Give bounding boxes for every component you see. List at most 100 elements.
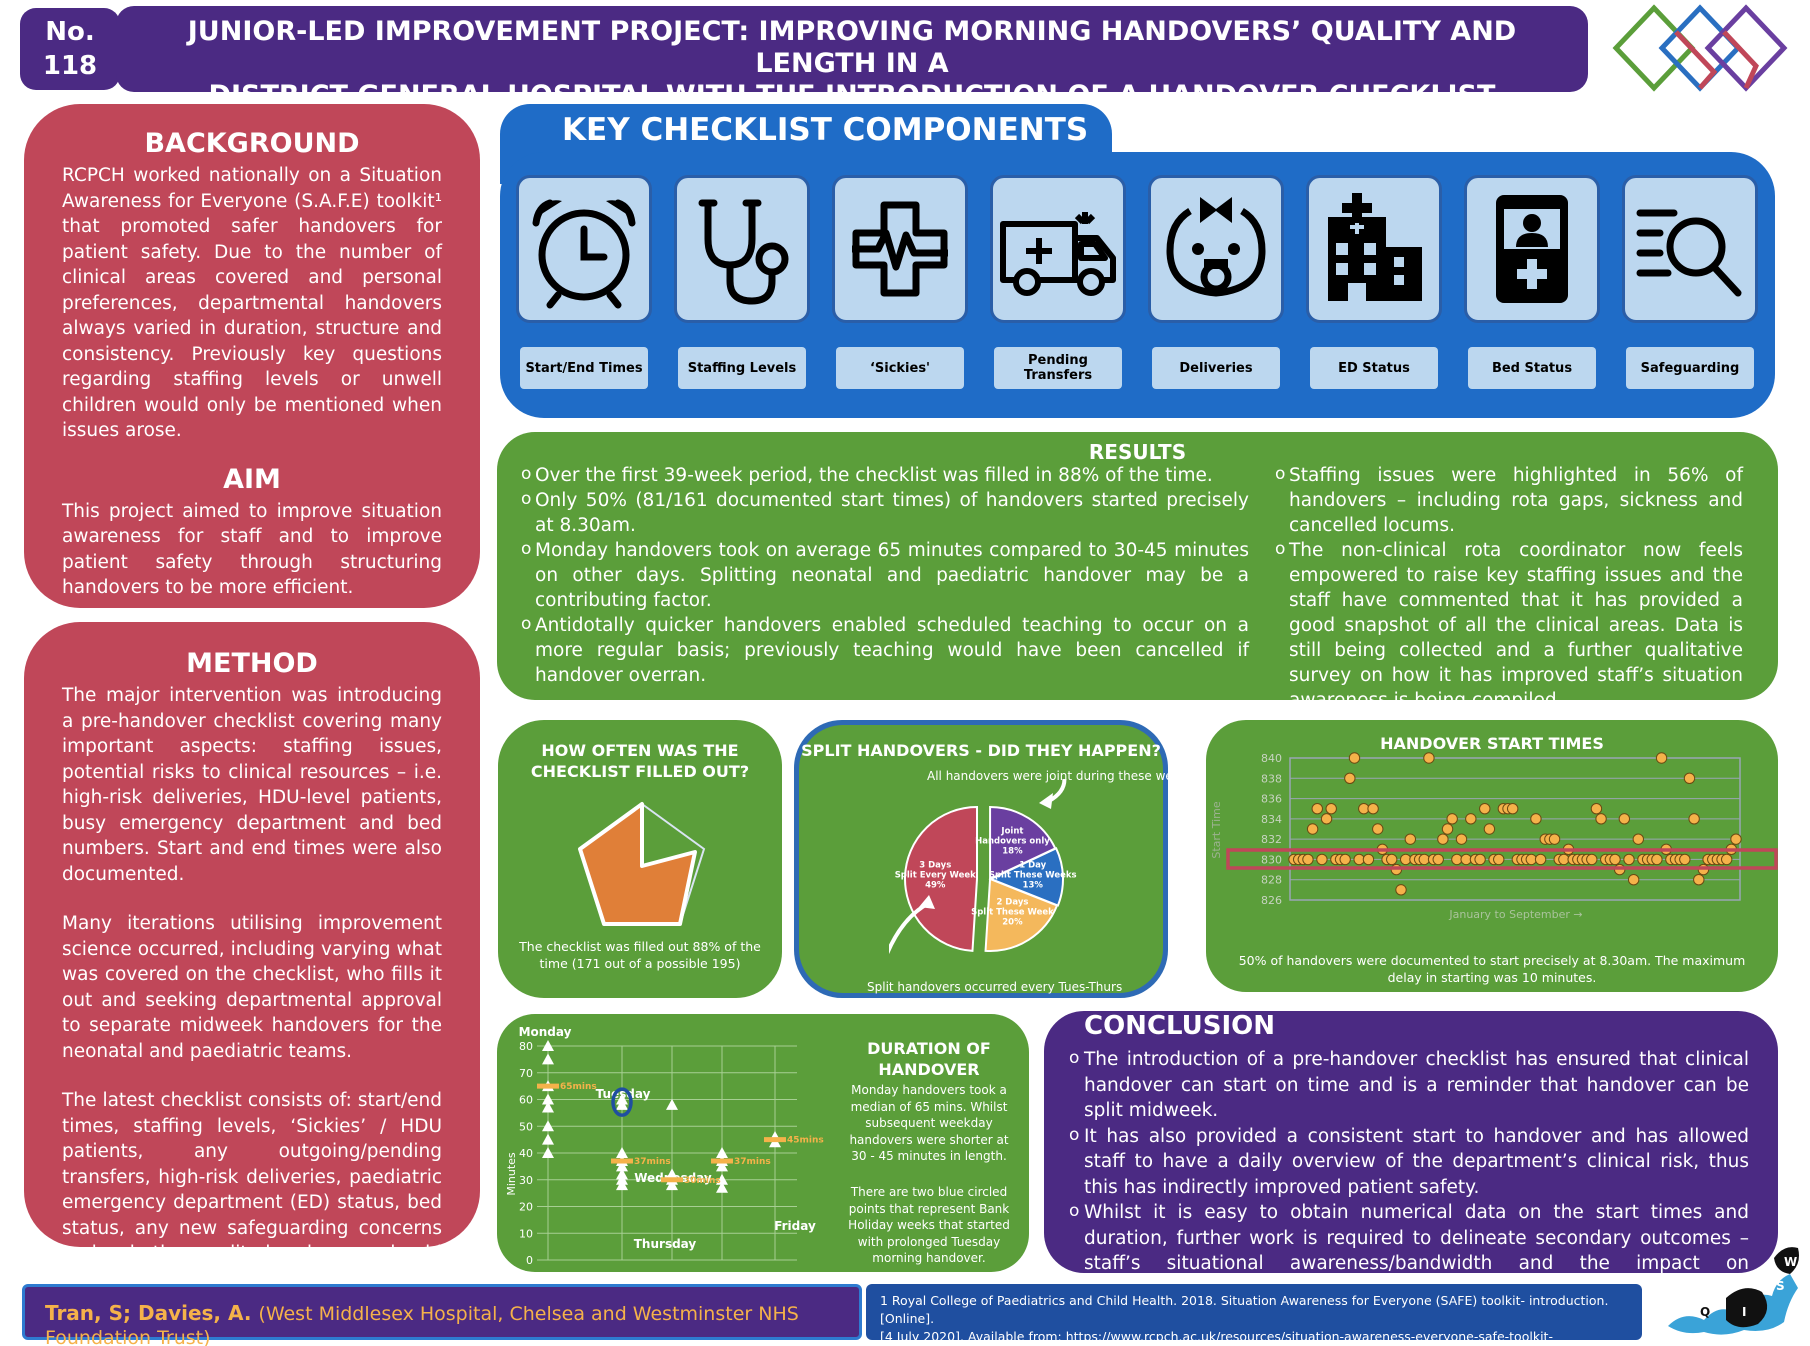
duration-point: [542, 1053, 554, 1065]
search-list-icon: [1622, 175, 1758, 323]
duration-text-2: There are two blue circled points that r…: [839, 1184, 1019, 1267]
start-time-point: [1306, 823, 1319, 835]
result-item: The non-clinical rota coordinator now fe…: [1275, 537, 1743, 713]
poster-title: JUNIOR-LED IMPROVEMENT PROJECT: IMPROVIN…: [116, 6, 1588, 111]
start-time-point: [1386, 853, 1398, 866]
conclusion-item: It has also provided a consistent start …: [1069, 1123, 1749, 1201]
duration-title-line-2: HANDOVER: [878, 1060, 980, 1079]
poster-number: 118: [42, 51, 98, 81]
conclusion-heading: CONCLUSION: [1084, 1011, 1276, 1041]
start-time-point: [1316, 853, 1328, 866]
start-time-point: [1693, 874, 1705, 886]
authors-names: Tran, S; Davies, A.: [45, 1301, 252, 1325]
authors-affiliation: (West Middlesex Hospital, Chelsea and We…: [45, 1303, 799, 1346]
start-time-point: [1683, 772, 1696, 784]
median-marker: [661, 1177, 683, 1183]
pie-slice: [989, 805, 1057, 881]
duration-point: [542, 1040, 554, 1051]
median-marker: [764, 1137, 786, 1143]
method-panel: METHOD The major intervention was introd…: [24, 622, 480, 1290]
results-right-list: Staffing issues were highlighted in 56% …: [1275, 462, 1743, 713]
reference-line-2: [4 July 2020]. Available from: https://w…: [880, 1329, 1553, 1344]
conclusion-list: The introduction of a pre-handover check…: [1069, 1046, 1749, 1302]
label-pending-transfers: Pending Transfers: [994, 347, 1122, 389]
duration-point: [716, 1147, 728, 1158]
duration-point: [616, 1160, 628, 1172]
duration-title-line-1: DURATION OF: [867, 1039, 991, 1058]
duration-point: [616, 1179, 628, 1191]
start-time-point: [1320, 813, 1333, 825]
background-heading: BACKGROUND: [144, 128, 360, 159]
start-time-point: [1688, 813, 1700, 825]
label-ed-status: ED Status: [1310, 347, 1438, 389]
start-time-point: [1730, 833, 1742, 845]
start-time-point: [1362, 853, 1375, 866]
start-time-point: [1474, 853, 1486, 866]
checklist-filled-area: [578, 802, 697, 926]
key-components-title: KEY CHECKLIST COMPONENTS: [562, 112, 1089, 148]
duration-point: [666, 1179, 678, 1191]
start-time-point: [1586, 853, 1598, 866]
reference-box: 1 Royal College of Paediatrics and Child…: [866, 1284, 1642, 1344]
stethoscope-icon: [674, 175, 810, 323]
y-tick-label: 826: [1261, 894, 1282, 907]
region-map-logo: W S Q I: [1668, 1247, 1799, 1335]
background-aim-panel: BACKGROUND RCPCH worked nationally on a …: [24, 104, 480, 608]
y-tick-label: 40: [519, 1147, 533, 1160]
method-paragraph-3: The latest checklist consists of: start/…: [62, 1090, 442, 1290]
start-time-point: [1344, 772, 1356, 784]
duration-text-line: handovers were shorter at: [849, 1132, 1009, 1147]
label-safeguarding: Safeguarding: [1626, 347, 1754, 389]
checklist-note-line-1: The checklist was filled out 88% of the: [519, 939, 761, 954]
checklist-frequency-title-line-2: CHECKLIST FILLED OUT?: [530, 762, 750, 781]
patient-card-icon: [1464, 175, 1600, 323]
duration-point: [542, 1093, 554, 1105]
start-time-point: [1506, 803, 1519, 815]
start-time-point: [1348, 752, 1361, 764]
pie-slice: [904, 805, 978, 952]
duration-point: [616, 1147, 628, 1158]
logo-letter-q: Q: [1700, 1305, 1710, 1319]
checklist-radar-chart: [578, 802, 706, 926]
pie-slice: [988, 847, 1064, 907]
start-time-point: [1493, 853, 1505, 866]
hospital-building-icon: [1306, 175, 1442, 323]
duration-text-1: Monday handovers took a median of 65 min…: [839, 1082, 1019, 1165]
y-tick-label: 60: [519, 1094, 533, 1107]
duration-point: [616, 1098, 628, 1110]
start-time-point: [1479, 803, 1491, 815]
label-start-end-times: Start/End Times: [520, 347, 648, 389]
duration-text-line: There are two blue circled: [850, 1185, 1008, 1199]
y-tick-label: 80: [519, 1040, 533, 1053]
median-label: 45mins: [787, 1136, 824, 1146]
start-times-note-line-2: delay in starting was 10 minutes.: [1387, 970, 1597, 985]
y-tick-label: 0: [526, 1254, 533, 1267]
duration-point: [716, 1173, 728, 1185]
authors-bar: Tran, S; Davies, A. (West Middlesex Hosp…: [22, 1284, 862, 1346]
alarm-clock-icon: [516, 175, 652, 323]
start-time-point: [1395, 884, 1407, 896]
start-times-title: HANDOVER START TIMES: [1380, 734, 1604, 753]
start-time-point: [1423, 752, 1435, 764]
result-item: Staffing issues were highlighted in 56% …: [1275, 462, 1743, 538]
start-times-note: 50% of handovers were documented to star…: [1206, 952, 1778, 986]
start-time-point: [1367, 803, 1379, 815]
start-time-point: [1595, 813, 1607, 825]
method-paragraph-2: Many iterations utilising improvement sc…: [62, 913, 442, 1062]
median-marker: [611, 1158, 633, 1164]
median-marker: [711, 1158, 733, 1164]
target-830-highlight: [1226, 848, 1778, 870]
duration-point: [542, 1120, 554, 1132]
pie-slice: [984, 877, 1059, 952]
median-marker: [537, 1083, 559, 1089]
duration-point: [716, 1160, 728, 1172]
method-heading: METHOD: [186, 648, 318, 679]
conclusion-item: The introduction of a pre-handover check…: [1069, 1046, 1749, 1124]
checklist-frequency-title: HOW OFTEN WAS THE CHECKLIST FILLED OUT?: [498, 740, 782, 782]
duration-text-line: 30 - 45 minutes in length.: [851, 1149, 1007, 1163]
y-tick-label: 20: [519, 1201, 533, 1214]
result-item: Antidotally quicker handovers enabled sc…: [521, 612, 1249, 688]
